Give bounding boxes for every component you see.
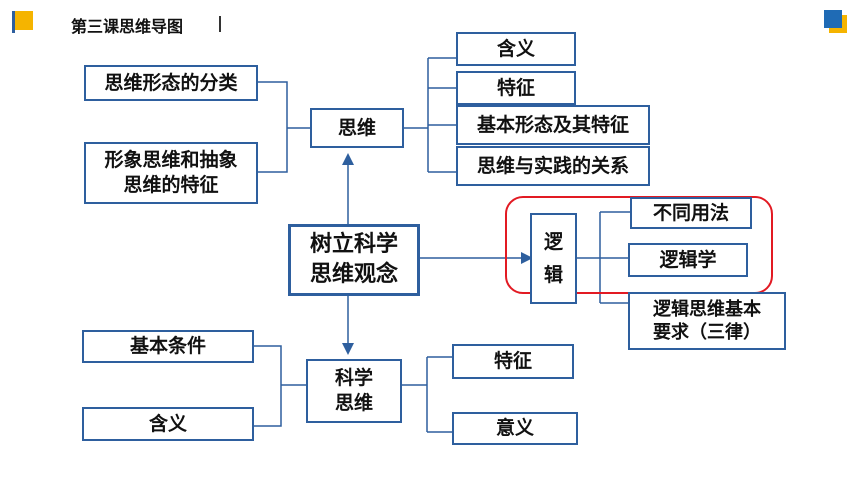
corner-deco-blue [824,10,842,28]
science-label: 科学 思维 [334,367,373,414]
science-right-item-label: 特征 [493,350,532,373]
thinking-left-item: 思维形态的分类 [84,65,258,101]
page-title: 第三课思维导图 [71,17,184,36]
thinking-left-item: 形象思维和抽象 思维的特征 [84,142,258,204]
science-node: 科学 思维 [306,359,402,423]
thinking-left-item-label: 形象思维和抽象 思维的特征 [104,149,238,196]
thinking-right-item: 基本形态及其特征 [456,105,650,145]
logic-item: 不同用法 [630,197,752,229]
thinking-right-item: 特征 [456,71,576,105]
science-left-item: 基本条件 [82,330,254,363]
science-left-item-label: 含义 [148,412,187,435]
center-node: 树立科学 思维观念 [288,224,420,296]
logic-label: 逻 辑 [543,231,563,286]
thinking-right-item-label: 思维与实践的关系 [476,154,629,177]
science-left-item: 含义 [82,407,254,441]
title-deco-yellow [14,11,33,30]
thinking-right-item-label: 含义 [496,37,535,60]
logic-node: 逻 辑 [530,213,577,304]
connector-thinking-left [258,81,310,173]
thinking-right-item-label: 基本形态及其特征 [476,113,629,136]
thinking-right-item-label: 特征 [496,76,535,99]
center-label: 树立科学 思维观念 [309,232,398,287]
logic-item: 逻辑思维基本 要求（三律） [628,292,786,350]
thinking-left-item-label: 思维形态的分类 [104,71,238,94]
science-right-item-label: 意义 [495,417,534,440]
thinking-right-item: 含义 [456,32,576,66]
logic-item: 逻辑学 [628,243,748,277]
thinking-label: 思维 [337,116,376,139]
thinking-node: 思维 [310,108,404,148]
thinking-right-item: 思维与实践的关系 [456,146,650,186]
logic-item-label: 逻辑学 [659,248,717,271]
title-separator [219,16,221,32]
title-deco-bar [12,11,15,33]
connector-thinking-right [404,57,456,173]
logic-item-label: 不同用法 [652,201,729,224]
science-right-item: 特征 [452,344,574,379]
science-right-item: 意义 [452,412,578,445]
science-left-item-label: 基本条件 [129,335,206,358]
connector-science-left [254,345,306,427]
connector-logic [577,211,630,304]
connector-science-right [402,356,452,433]
logic-item-label: 逻辑思维基本 要求（三律） [653,298,761,343]
